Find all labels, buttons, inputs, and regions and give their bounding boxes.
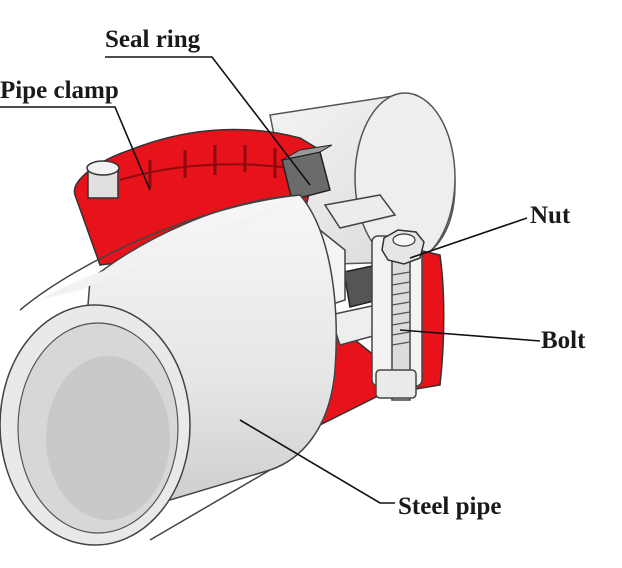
leader-bolt: [399, 329, 541, 342]
seal-ring: [281, 144, 379, 308]
bolt-label: Bolt: [541, 327, 586, 354]
steel-pipe-label: Steel pipe: [398, 493, 502, 520]
leader-seal-ring: [105, 56, 311, 186]
steel-pipe: [0, 194, 337, 546]
leader-nut: [409, 217, 528, 259]
nut-label: Nut: [530, 202, 571, 229]
leader-pipe-clamp: [0, 106, 151, 191]
seal-ring-label: Seal ring: [105, 26, 201, 53]
leader-lines: [0, 56, 541, 504]
leader-steel-pipe: [239, 419, 395, 504]
pipe-clamp-label: Pipe clamp: [0, 77, 119, 104]
nut: [381, 229, 425, 265]
